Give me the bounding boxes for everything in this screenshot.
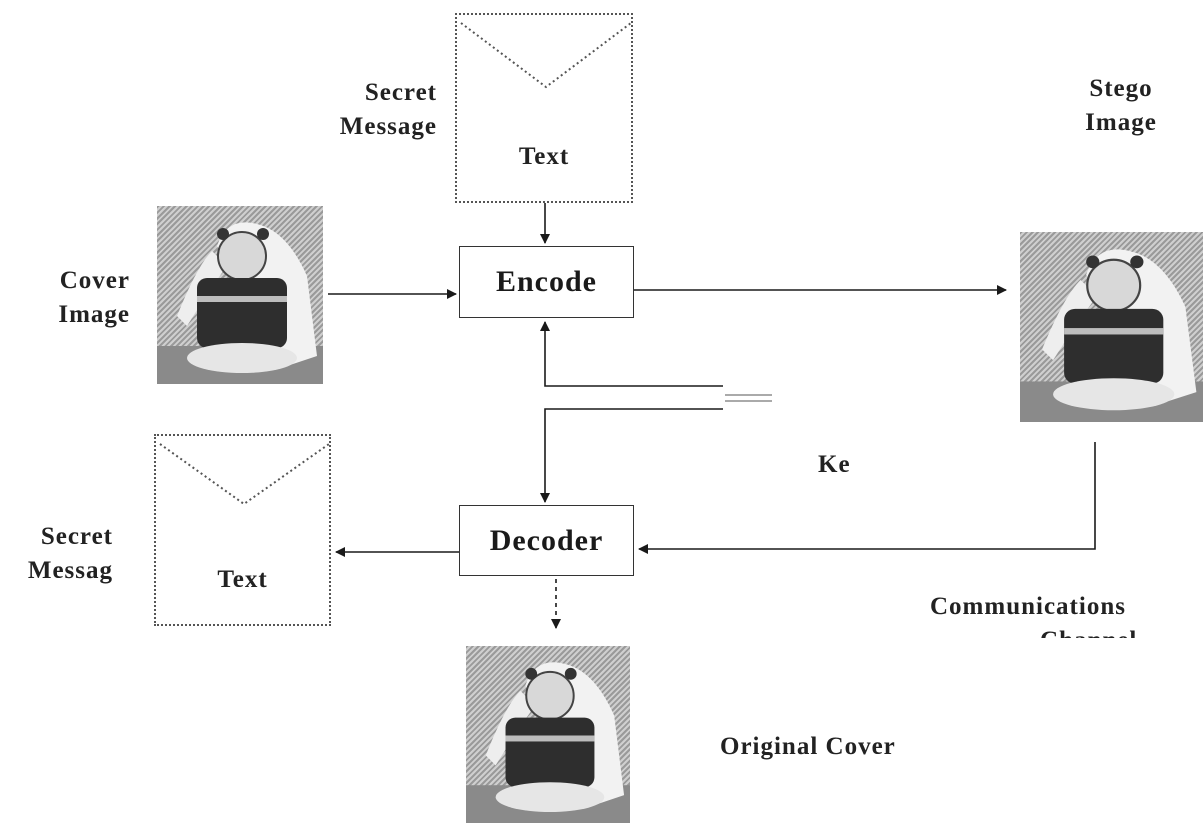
arrow-key-to-encode: [545, 322, 723, 386]
cover-image-label: Cover Image: [20, 264, 130, 332]
secret-message-label-top: Secret Message: [300, 76, 437, 144]
encode-box: Encode: [459, 246, 634, 318]
encode-label: Encode: [496, 265, 597, 299]
original-cover-label: Original Cover: [720, 730, 896, 764]
arrow-channel-to-decoder: [639, 442, 1095, 549]
cover-image-photo: [157, 206, 323, 384]
envelope-flap-icon: [156, 436, 333, 628]
secret-message-envelope-bottom: Text: [154, 434, 331, 626]
decoder-box: Decoder: [459, 505, 634, 576]
envelope-text-label: Text: [457, 143, 631, 171]
key-symbol: [725, 395, 772, 401]
communications-channel-label: Communications Channel: [930, 590, 1137, 638]
secret-message-label-bottom: Secret Messag: [10, 520, 113, 588]
decoder-label: Decoder: [490, 524, 604, 558]
arrow-key-to-decoder: [545, 409, 723, 502]
envelope-flap-icon: [457, 15, 635, 205]
stego-image-label: Stego Image: [1066, 72, 1176, 140]
key-label: Ke: [818, 448, 851, 482]
secret-message-envelope-top: Text: [455, 13, 633, 203]
original-cover-photo: [466, 646, 630, 823]
stego-image-photo: [1020, 232, 1203, 422]
envelope-text-label: Text: [156, 566, 329, 594]
